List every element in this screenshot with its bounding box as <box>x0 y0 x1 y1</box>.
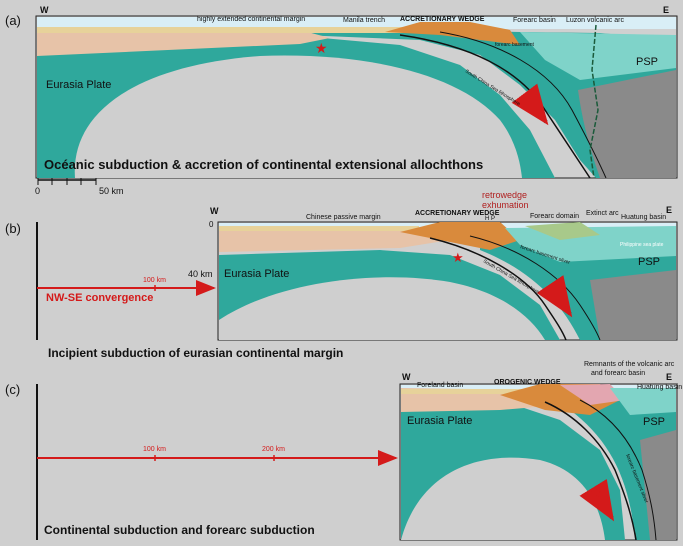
panel-b-distance-label: 100 km <box>143 277 166 284</box>
panel-b-retro2: exhumation <box>482 200 529 210</box>
panel-a-arc-fault <box>589 24 599 179</box>
panel-a-west: W <box>40 5 49 15</box>
panel-a-trench-label: Manila trench <box>343 17 385 24</box>
panel-a-slab-arrow <box>511 83 549 126</box>
panel-c-slab-bottom <box>579 399 657 541</box>
panel-a-arc-crust <box>520 32 676 80</box>
panel-c-slab-arrow <box>579 478 615 522</box>
panel-b-arc-label: Extinct arc <box>586 210 619 217</box>
panel-a-slab-bottom <box>439 31 607 179</box>
panel-c-huatung-label: Huatung basin <box>637 384 682 391</box>
panel-b: (b) ★ W E 0 40 km Chinese passive margin… <box>5 190 678 360</box>
panel-b-huatung-label: Huatung basin <box>621 214 666 221</box>
panel-c-gray-right <box>640 430 676 540</box>
panel-b-arrow-label: NW-SE convergence <box>46 292 153 304</box>
panel-a-scale-km: 50 km <box>99 186 124 196</box>
panel-c-d100: 100 km <box>143 446 166 453</box>
panel-b-gray-right <box>590 270 676 340</box>
panel-a-forearc-label: Forearc basin <box>513 17 556 24</box>
panel-b-asthenosphere <box>219 277 545 340</box>
panel-a-psp-label: PSP <box>636 56 658 68</box>
panel-b-depth-zero: 0 <box>209 220 214 229</box>
panel-a-lithosphere <box>37 30 676 178</box>
panel-b-caption: Incipient subduction of eurasian contine… <box>48 346 343 360</box>
panel-c-wedge-core <box>560 384 625 405</box>
panel-c-arc-remnant <box>610 388 676 415</box>
panel-a-basement-label: forearc basement <box>495 42 535 48</box>
panel-c-slab-top <box>544 401 637 541</box>
panel-c-east: E <box>666 372 672 382</box>
panel-c-caption: Continental subduction and forearc subdu… <box>44 523 315 537</box>
panel-a-letter: (a) <box>5 13 21 28</box>
panel-b-letter: (b) <box>5 221 21 236</box>
panel-a-plate-label: Eurasia Plate <box>46 79 111 91</box>
panel-b-forearc-label: Forearc domain <box>530 213 579 220</box>
panel-b-margin-label: Chinese passive margin <box>306 214 381 221</box>
panel-b-east: E <box>666 205 672 215</box>
panel-b-crust <box>219 228 450 252</box>
panel-c-psp-label: PSP <box>643 416 665 428</box>
panel-c-remnants1: Remnants of the volcanic arc <box>584 361 675 368</box>
panel-b-plate-label: Eurasia Plate <box>224 268 289 280</box>
panel-b-sediment <box>219 226 419 231</box>
panel-a-sea <box>37 17 676 29</box>
panel-a-east: E <box>663 5 669 15</box>
panel-c-sediment <box>401 389 531 394</box>
panel-b-psp-label: PSP <box>638 256 660 268</box>
panel-c-letter: (c) <box>5 382 20 397</box>
panel-c-wedge-label: OROGENIC WEDGE <box>494 379 561 386</box>
panel-c: (c) ★ W E Foreland basin OROGENIC WEDGE … <box>5 361 682 541</box>
panel-c-west: W <box>402 372 411 382</box>
panel-b-slab-bottom <box>469 235 601 341</box>
panel-a-margin-label: highly extended continental margin <box>197 16 305 23</box>
panel-a-wedge <box>385 22 520 45</box>
panel-c-plate-label: Eurasia Plate <box>407 415 472 427</box>
panel-a-sediment <box>37 27 427 33</box>
panel-b-psplate-label: Philippine sea plate <box>620 242 664 248</box>
panel-b-slab-arrow <box>536 275 573 318</box>
panel-c-asthenosphere <box>401 457 605 540</box>
panel-c-d200: 200 km <box>262 446 285 453</box>
panel-a-gray-right <box>578 70 676 178</box>
panel-b-wedge <box>400 222 520 250</box>
panel-a-crust <box>37 30 330 56</box>
panel-a-star-icon: ★ <box>315 40 328 56</box>
panel-b-wedge-label: ACCRETIONARY WEDGE <box>415 210 500 217</box>
panel-b-forearc-sed <box>525 222 600 240</box>
panel-c-foreland-label: Foreland basin <box>417 382 463 389</box>
panel-a: (a) ★ W E highly extended continental ma… <box>5 5 678 196</box>
panel-a-wedge-label: ACCRETIONARY WEDGE <box>400 16 485 23</box>
panel-b-star-icon: ★ <box>452 250 464 265</box>
panel-b-retro1: retrowedge <box>482 190 527 200</box>
panel-a-caption: Océanic subduction & accretion of contin… <box>44 157 483 172</box>
panel-b-hp-label: H P <box>485 216 495 222</box>
panel-b-west: W <box>210 206 219 216</box>
panel-b-depth-40: 40 km <box>188 269 213 279</box>
panel-c-star-icon: ★ <box>590 485 602 500</box>
panel-c-remnants2: and forearc basin <box>591 370 645 377</box>
panel-a-asthenosphere <box>74 55 522 179</box>
panel-a-scale-zero: 0 <box>35 186 40 196</box>
panel-a-arc-label: Luzon volcanic arc <box>566 17 624 24</box>
